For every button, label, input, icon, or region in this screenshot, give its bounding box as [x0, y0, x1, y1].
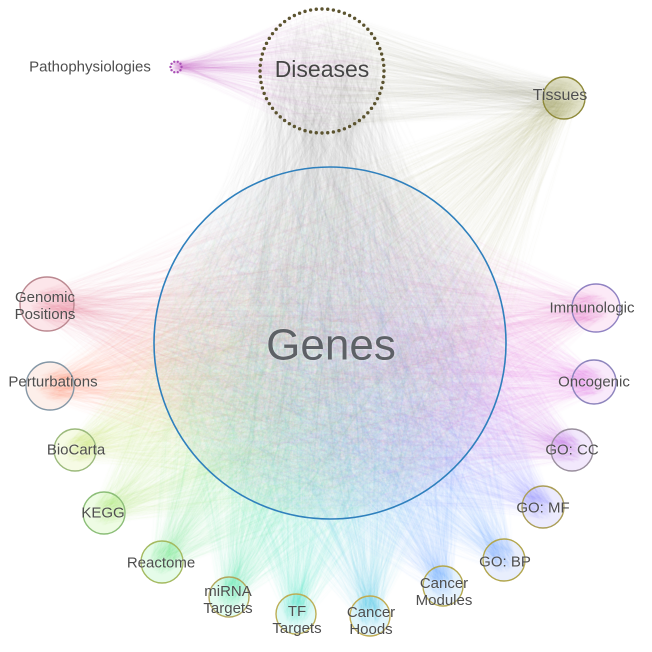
ring-dot [274, 111, 278, 115]
ring-dot [375, 41, 380, 46]
ring-dot [352, 16, 357, 20]
ring-dot [259, 57, 263, 62]
ring-dot [347, 124, 352, 129]
ring-dot [379, 52, 384, 56]
biocarta-node[interactable] [53, 428, 97, 472]
ring-dot [258, 69, 262, 73]
ring-dot [176, 71, 179, 74]
ring-dot [369, 31, 374, 36]
ring-dot [258, 63, 262, 67]
ring-dot [381, 57, 385, 62]
ring-dot [170, 62, 173, 65]
ring-dot [258, 75, 262, 79]
ring-dot [378, 46, 382, 51]
diseases-node[interactable] [258, 7, 386, 135]
mirna-targets-node[interactable] [208, 576, 250, 618]
genomic-positions-node[interactable] [19, 276, 75, 332]
ring-dot [262, 46, 266, 51]
ring-dot [362, 23, 366, 27]
ring-dot [264, 96, 269, 101]
ring-dot [342, 11, 347, 15]
ring-dot [173, 71, 176, 74]
ring-dot [331, 130, 336, 134]
ring-dot [331, 8, 336, 12]
ring-dot [278, 115, 282, 119]
kegg-node[interactable] [82, 491, 126, 535]
ring-dot [297, 127, 302, 131]
go-bp-node[interactable] [482, 538, 526, 582]
ring-dot [379, 86, 384, 90]
tissues-node[interactable] [542, 76, 586, 120]
ring-dot [179, 62, 182, 65]
ring-dot [287, 122, 292, 126]
ring-dot [320, 131, 324, 135]
ring-dot [375, 96, 380, 101]
ring-dot [170, 69, 173, 72]
ring-dot [282, 19, 287, 24]
ring-dot [267, 36, 271, 41]
ring-dot [373, 101, 377, 106]
ring-dot [337, 128, 341, 133]
cancer-hoods-node[interactable] [349, 595, 391, 637]
ring-dot [173, 60, 176, 63]
ring-dot [308, 8, 313, 12]
ring-dot [382, 75, 386, 79]
ring-dot [262, 91, 266, 96]
ring-dot [270, 31, 275, 36]
go-mf-node[interactable] [521, 485, 565, 529]
ring-dot [180, 65, 183, 69]
ring-dot [259, 80, 263, 85]
ring-dot [264, 41, 269, 46]
ring-dot [373, 36, 377, 41]
ring-dot [326, 7, 330, 11]
ring-dot [260, 52, 265, 56]
ring-dot [382, 69, 386, 73]
ring-dot [357, 19, 362, 24]
ring-dot [282, 118, 287, 123]
ring-dot [381, 80, 385, 85]
go-cc-node[interactable] [550, 428, 594, 472]
ring-dot [176, 60, 179, 63]
ring-dot [314, 7, 318, 11]
ring-dot [267, 101, 271, 106]
ring-dot [303, 128, 307, 133]
ring-dot [347, 13, 352, 18]
ring-dot [303, 9, 307, 14]
tf-targets-node[interactable] [275, 593, 317, 635]
reactome-node[interactable] [140, 540, 184, 584]
ring-dot [337, 9, 341, 14]
ring-dot [274, 27, 278, 31]
ring-dot [357, 118, 362, 123]
ring-dot [169, 65, 172, 69]
ring-dot [342, 127, 347, 131]
ring-dot [308, 130, 313, 134]
immunologic-node[interactable] [571, 283, 621, 333]
perturbations-node[interactable] [25, 361, 75, 411]
cancer-modules-node[interactable] [422, 565, 464, 607]
ring-dot [297, 11, 302, 15]
oncogenic-node[interactable] [571, 359, 617, 405]
ring-dot [366, 111, 370, 115]
ring-dot [287, 16, 292, 20]
pathophysiologies-node[interactable] [169, 60, 183, 74]
ring-dot [382, 63, 386, 67]
ring-dot [378, 91, 382, 96]
ring-dot [352, 122, 357, 126]
ring-dot [260, 86, 265, 90]
ring-dot [179, 69, 182, 72]
ring-dot [270, 106, 275, 111]
ring-dot [326, 131, 330, 135]
genes-node[interactable] [153, 166, 507, 520]
ring-dot [292, 124, 297, 129]
ring-dot [314, 131, 318, 135]
ring-dot [366, 27, 370, 31]
ring-dot [369, 106, 374, 111]
ring-dot [292, 13, 297, 18]
ring-dot [278, 23, 282, 27]
ring-dot [320, 7, 324, 11]
ring-dot [362, 115, 366, 119]
